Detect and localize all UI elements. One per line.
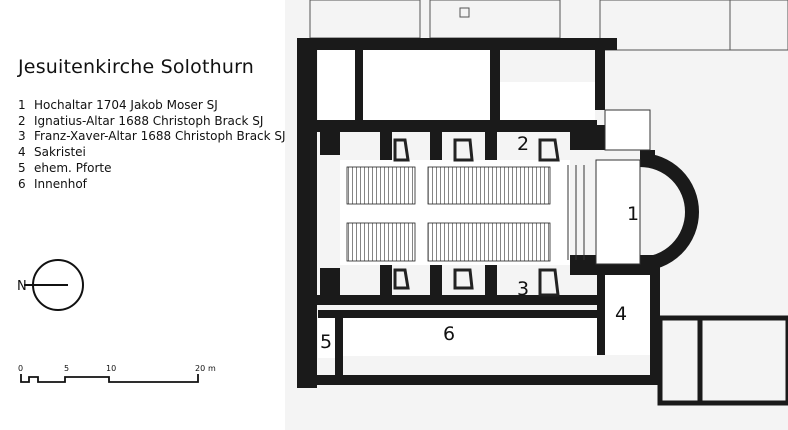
floor-plan: 1 2 3 4 5 6: [285, 0, 788, 430]
north-arrow-icon: N: [17, 259, 84, 311]
north-label: N: [17, 279, 27, 294]
legend-number: 3: [18, 129, 26, 144]
scale-tick: 20: [195, 364, 205, 373]
legend-number: 4: [18, 145, 26, 160]
plan-label-innenhof: 6: [443, 323, 455, 345]
legend-item: 6 Innenhof: [18, 177, 286, 193]
scale-unit: m: [208, 364, 216, 373]
scale-tick: 0: [18, 364, 23, 373]
page-title: Jesuitenkirche Solothurn: [18, 56, 255, 78]
scale-tick: 10: [106, 364, 116, 373]
legend-number: 5: [18, 160, 26, 175]
legend-item: 4 Sakristei: [18, 145, 286, 161]
legend-number: 6: [18, 176, 26, 191]
plan-label-ignatius-altar: 2: [517, 133, 529, 155]
legend-number: 2: [18, 113, 26, 128]
legend-text: ehem. Pforte: [34, 160, 112, 175]
legend-text: Ignatius-Altar 1688 Christoph Brack SJ: [34, 113, 264, 128]
legend-text: Innenhof: [34, 176, 87, 191]
scale-tick: 5: [64, 364, 69, 373]
plan-label-pforte: 5: [320, 331, 332, 353]
legend-item: 5 ehem. Pforte: [18, 161, 286, 177]
legend-item: 3 Franz-Xaver-Altar 1688 Christoph Brack …: [18, 129, 286, 145]
scale-bar: 0 5 10 20 m: [18, 364, 216, 383]
legend-text: Sakristei: [34, 145, 86, 160]
legend-item: 2 Ignatius-Altar 1688 Christoph Brack SJ: [18, 114, 286, 130]
legend-text: Hochaltar 1704 Jakob Moser SJ: [34, 98, 218, 112]
plan-label-sakristei: 4: [615, 303, 627, 325]
legend: 1 Hochaltar 1704 Jakob Moser SJ 2 Ignatius…: [18, 98, 286, 192]
legend-text: Franz-Xaver-Altar 1688 Christoph Brack S…: [34, 129, 286, 144]
plan-label-franz-xaver-altar: 3: [517, 278, 529, 300]
legend-number: 1: [18, 98, 26, 112]
plan-label-hochaltar: 1: [627, 203, 639, 225]
legend-item: 1 Hochaltar 1704 Jakob Moser SJ: [18, 98, 286, 114]
